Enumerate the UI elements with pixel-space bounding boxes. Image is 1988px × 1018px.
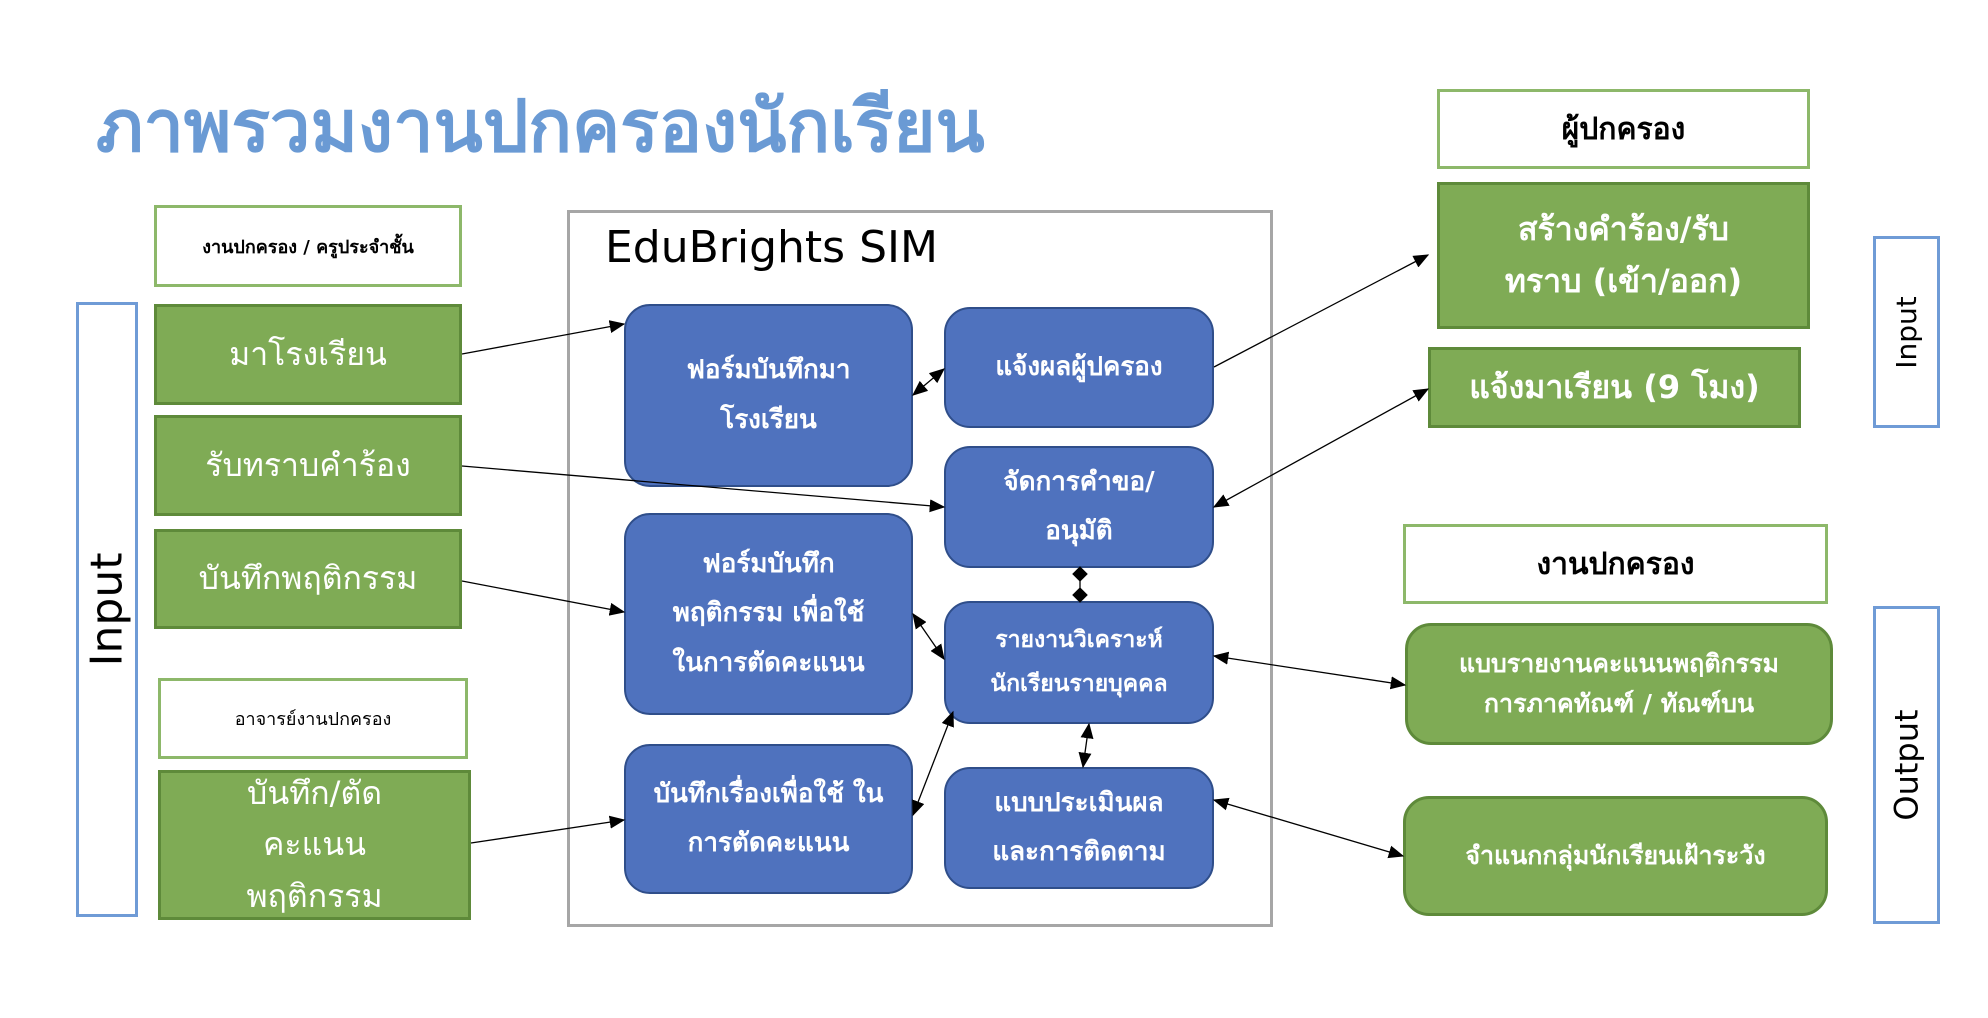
arrow-deduct	[470, 815, 626, 844]
right-input-label: Input	[1873, 236, 1940, 428]
discipline-teacher-header: อาจารย์งานปกครอง	[158, 678, 468, 759]
form-behavior: ฟอร์มบันทึก พฤติกรรม เพื่อใช้ ในการตัดคะ…	[624, 513, 913, 715]
arrow-report-eval	[1078, 722, 1094, 769]
output-watch-group: จำแนกกลุ่มนักเรียนเฝ้าระวัง	[1403, 796, 1828, 916]
form-attendance: ฟอร์มบันทึกมา โรงเรียน	[624, 304, 913, 487]
parent-attendance-notice: แจ้งมาเรียน (9 โมง)	[1428, 347, 1801, 428]
system-container	[567, 210, 1273, 927]
arrow-attendance	[461, 320, 626, 355]
output-label: Output	[1873, 606, 1940, 924]
input-acknowledge-request: รับทราบคำร้อง	[154, 415, 462, 516]
arrow-report-output	[1212, 651, 1407, 690]
module-manage-requests: จัดการคำขอ/ อนุมัติ	[944, 446, 1214, 568]
input-side-label: Input	[76, 302, 138, 917]
input-attendance: มาโรงเรียน	[154, 304, 462, 405]
arrow-form-notify	[912, 368, 945, 396]
arrow-notify-parent	[1213, 254, 1430, 368]
page-title: ภาพรวมงานปกครองนักเรียน	[96, 84, 985, 168]
arrow-eval-output	[1212, 797, 1405, 859]
system-title: EduBrights SIM	[605, 222, 938, 273]
arrow-requests-parent	[1212, 388, 1430, 508]
input-record-behavior: บันทึกพฤติกรรม	[154, 529, 462, 629]
admin-header: งานปกครอง	[1403, 524, 1828, 604]
module-student-report: รายงานวิเคราะห์ นักเรียนรายบุคคล	[944, 601, 1214, 724]
parent-header: ผู้ปกครอง	[1437, 89, 1810, 169]
arrow-behavior	[461, 580, 626, 616]
teacher-header: งานปกครอง / ครูประจำชั้น	[154, 205, 462, 287]
module-evaluation: แบบประเมินผล และการติดตาม	[944, 767, 1214, 889]
parent-create-request: สร้างคำร้อง/รับทราบ (เข้า/ออก)	[1437, 182, 1810, 329]
arrow-form-report	[912, 612, 945, 661]
arrow-case-report	[912, 710, 954, 817]
output-behavior-report: แบบรายงานคะแนนพฤติกรรม การภาคทัณฑ์ / ทัณ…	[1405, 623, 1833, 745]
module-notify-parent: แจ้งผลผู้ปครอง	[944, 307, 1214, 428]
input-deduct-score: บันทึก/ตัดคะแนน พฤติกรรม	[158, 770, 471, 920]
form-record-case: บันทึกเรื่องเพื่อใช้ ในการตัดคะแนน	[624, 744, 913, 894]
arrow-request	[461, 465, 946, 513]
